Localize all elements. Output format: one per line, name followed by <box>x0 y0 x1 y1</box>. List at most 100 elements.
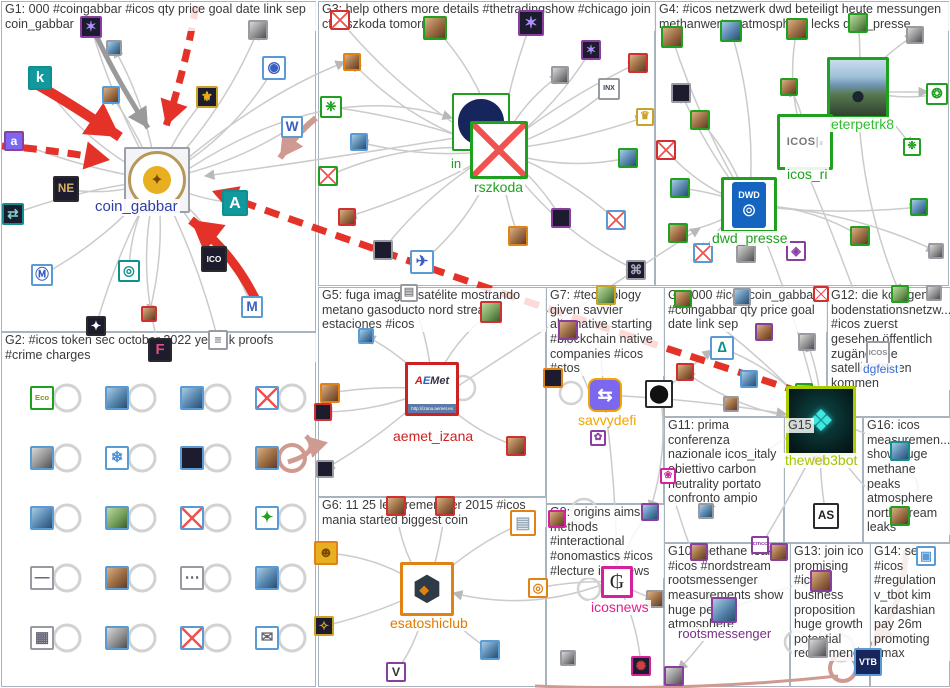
node[interactable] <box>664 666 684 686</box>
node[interactable]: ▦ <box>30 626 54 650</box>
node[interactable]: ✶ <box>581 40 601 60</box>
node[interactable] <box>661 26 683 48</box>
node[interactable] <box>373 240 393 260</box>
node[interactable]: ✦ <box>86 316 106 336</box>
node[interactable] <box>558 320 578 340</box>
node[interactable]: F <box>148 338 172 362</box>
node[interactable]: ICOS <box>866 341 890 365</box>
node[interactable] <box>343 53 361 71</box>
node[interactable] <box>674 290 692 308</box>
node[interactable] <box>671 83 691 103</box>
node[interactable]: ❂ <box>926 83 948 105</box>
node-icosnews[interactable]: ₲ <box>601 566 633 598</box>
node[interactable]: ◉ <box>262 56 286 80</box>
node[interactable]: ⌘ <box>626 260 646 280</box>
node[interactable]: a <box>4 131 24 151</box>
node[interactable]: ✶ <box>518 10 544 36</box>
node[interactable] <box>808 638 828 658</box>
node[interactable] <box>890 506 910 526</box>
node[interactable] <box>560 650 576 666</box>
node[interactable] <box>508 226 528 246</box>
node[interactable]: INX <box>598 78 620 100</box>
node[interactable] <box>733 288 751 306</box>
node[interactable]: ✉ <box>255 626 279 650</box>
node[interactable] <box>480 301 502 323</box>
node[interactable] <box>723 396 739 412</box>
node[interactable] <box>910 198 928 216</box>
node[interactable]: — <box>30 566 54 590</box>
node[interactable]: ☻ <box>314 541 338 565</box>
node[interactable] <box>543 368 563 388</box>
node-esatoshiclub[interactable]: ⬢◆ <box>400 562 454 616</box>
node[interactable] <box>596 285 616 305</box>
node[interactable]: AS <box>813 503 839 529</box>
node[interactable]: V <box>386 662 406 682</box>
node[interactable] <box>755 323 773 341</box>
node[interactable] <box>928 243 944 259</box>
node[interactable]: Eco <box>30 386 54 410</box>
node[interactable] <box>656 140 676 160</box>
node[interactable]: A <box>222 190 248 216</box>
node[interactable] <box>618 148 638 168</box>
node[interactable] <box>770 543 788 561</box>
node[interactable] <box>330 10 350 30</box>
node[interactable] <box>690 543 708 561</box>
node[interactable] <box>316 460 334 478</box>
node[interactable] <box>106 40 122 56</box>
node[interactable] <box>102 86 120 104</box>
node-aemet_izana[interactable]: AEMet http://izana.aemet.es <box>405 362 459 416</box>
node[interactable]: ❄ <box>105 446 129 470</box>
node[interactable]: ♛ <box>636 108 654 126</box>
node[interactable]: ≡ <box>208 330 228 350</box>
node[interactable] <box>850 226 870 246</box>
node[interactable]: ❈ <box>320 96 342 118</box>
node[interactable] <box>435 496 455 516</box>
node-icos_ri[interactable]: ICOS|≡ <box>777 114 833 170</box>
node[interactable]: VTB <box>854 648 882 676</box>
node[interactable] <box>105 506 129 530</box>
node[interactable] <box>338 208 356 226</box>
node[interactable] <box>786 18 808 40</box>
node[interactable]: ✦ <box>255 506 279 530</box>
node[interactable]: ✿ <box>590 430 606 446</box>
node[interactable] <box>180 506 204 530</box>
node[interactable] <box>105 626 129 650</box>
node[interactable] <box>320 383 340 403</box>
node[interactable]: M <box>241 296 263 318</box>
node[interactable] <box>926 285 942 301</box>
node-eterpetrk8[interactable]: ● <box>827 57 889 119</box>
node[interactable] <box>551 208 571 228</box>
node[interactable] <box>891 285 909 303</box>
node[interactable]: ⋯ <box>180 566 204 590</box>
node[interactable] <box>141 306 157 322</box>
node[interactable] <box>813 286 829 302</box>
node[interactable]: ⚜ <box>196 86 218 108</box>
node[interactable] <box>628 53 648 73</box>
node[interactable] <box>711 597 737 623</box>
node[interactable]: ICO <box>201 246 227 272</box>
node[interactable]: Ⓜ <box>31 264 53 286</box>
node[interactable] <box>906 26 924 44</box>
node[interactable] <box>641 503 659 521</box>
node[interactable] <box>890 441 910 461</box>
node[interactable] <box>180 446 204 470</box>
node[interactable]: ⬤ <box>645 380 673 408</box>
node[interactable] <box>350 133 368 151</box>
node[interactable] <box>314 403 332 421</box>
node[interactable]: ❀ <box>660 468 676 484</box>
node[interactable]: ✧ <box>314 616 334 636</box>
node[interactable] <box>480 640 500 660</box>
node[interactable] <box>358 328 374 344</box>
node[interactable] <box>780 78 798 96</box>
node[interactable] <box>255 446 279 470</box>
node[interactable]: ✈ <box>410 250 434 274</box>
node[interactable]: ◎ <box>528 578 548 598</box>
node-rszkoda[interactable] <box>470 121 528 179</box>
node[interactable] <box>255 566 279 590</box>
node[interactable] <box>690 110 710 130</box>
node[interactable] <box>180 626 204 650</box>
node-dwd_presse[interactable]: DWD⊚ <box>721 177 777 233</box>
node[interactable] <box>798 333 816 351</box>
node[interactable]: ▤ <box>400 284 418 302</box>
node[interactable]: NE <box>53 176 79 202</box>
